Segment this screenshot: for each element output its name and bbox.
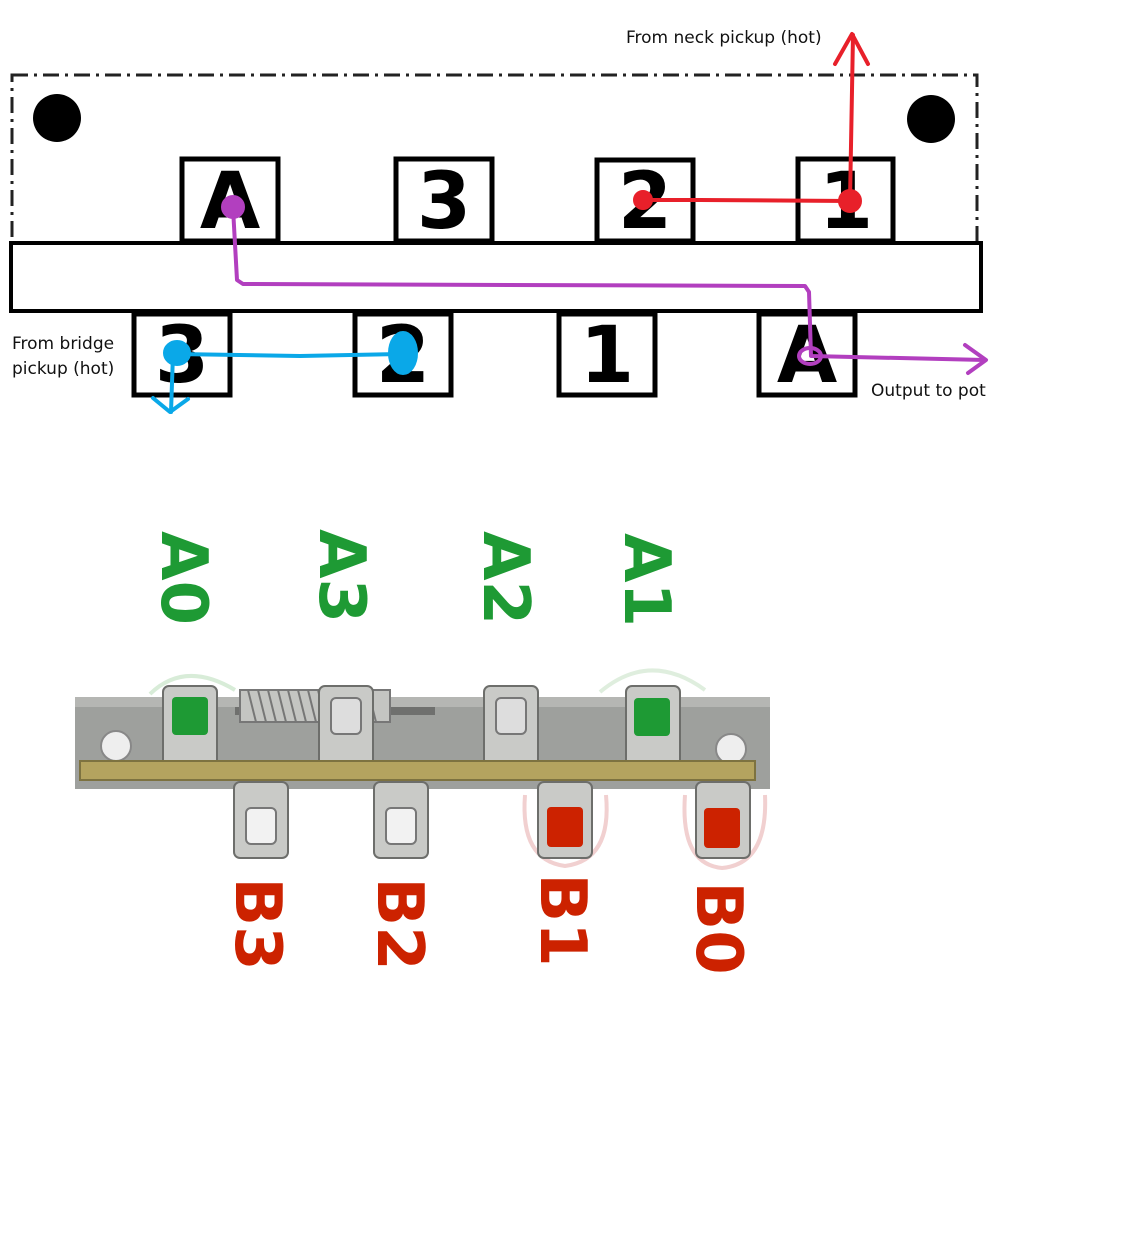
top-terminal-3: 3 [393, 156, 495, 247]
label-a0: A0 [146, 531, 220, 625]
mounting-hole-right [715, 733, 747, 765]
neck-wire [633, 32, 870, 213]
bridge-wire [151, 331, 418, 414]
output-annotation: Output to pot [871, 381, 986, 401]
label-a1: A1 [609, 533, 683, 627]
label-b3: B3 [220, 877, 294, 970]
label-a3: A3 [304, 529, 378, 623]
label-a2: A2 [468, 531, 542, 625]
label-b2: B2 [362, 877, 436, 970]
contact-b1-active [547, 807, 583, 847]
bottom-terminal-1: 1 [556, 311, 658, 401]
label-b1: B1 [525, 873, 599, 966]
neck-pickup-annotation: From neck pickup (hot) [626, 28, 822, 48]
bottom-terminal-a: A [756, 311, 858, 401]
bridge-pickup-annotation-line1: From bridge [12, 334, 114, 354]
bridge-pickup-annotation-line2: pickup (hot) [12, 359, 114, 379]
arrow-up-icon [833, 32, 870, 66]
switch-schematic: A 3 2 1 3 2 1 A [9, 73, 983, 401]
contact-a1-active [634, 698, 670, 736]
terminal-label: 1 [580, 311, 634, 401]
switch-bar [9, 241, 983, 313]
mounting-hole-right [907, 95, 955, 143]
arrow-down-icon [151, 396, 190, 414]
mounting-hole-left [100, 730, 132, 762]
terminal-label: 3 [417, 157, 471, 247]
mounting-hole-left [33, 94, 81, 142]
label-b0: B0 [681, 881, 755, 974]
a-labels: A0 A3 A2 A1 [146, 529, 683, 627]
b-labels: B3 B2 B1 B0 [220, 873, 755, 974]
contact-a0-active [172, 697, 208, 735]
arrow-right-icon [963, 343, 988, 375]
switch-slider-bar [79, 760, 756, 781]
contact-b0-active [704, 808, 740, 848]
switch-body [75, 668, 770, 871]
output-wire [221, 195, 988, 375]
